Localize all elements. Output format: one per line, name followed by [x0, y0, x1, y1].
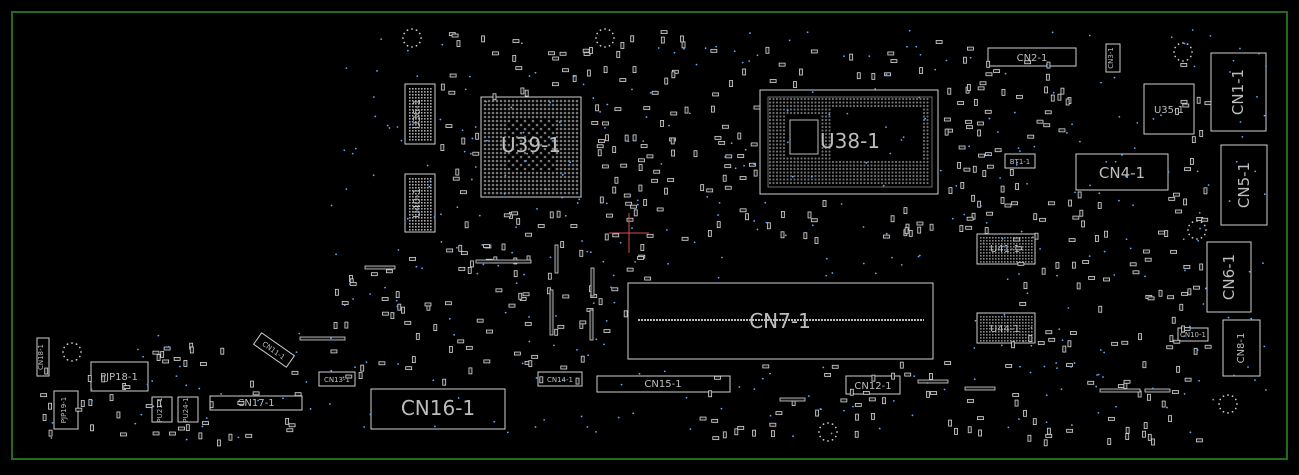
label-cn15: CN15-1: [644, 379, 681, 390]
label-u38: U38-1: [820, 129, 880, 153]
label-cn16: CN16-1: [401, 396, 475, 420]
label-cn18: CN18-1: [37, 344, 45, 370]
label-u35: U35-1: [1154, 105, 1184, 116]
label-u36: U36-1: [412, 99, 423, 129]
component-pu21[interactable]: PU21-1: [151, 396, 173, 423]
component-cn7[interactable]: CN7-1: [627, 282, 934, 360]
label-cn13: CN13-1: [324, 376, 350, 384]
crosshair-cursor-icon: [609, 213, 649, 253]
component-cn1[interactable]: CN1-1: [1210, 52, 1267, 132]
component-cn5[interactable]: CN5-1: [1220, 144, 1268, 226]
label-bt1: BT1-1: [1010, 158, 1031, 166]
label-u39: U39-1: [501, 133, 561, 157]
label-pjp18: PJP18-1: [100, 372, 138, 383]
label-pu21: PU21-1: [156, 397, 164, 422]
component-cn8[interactable]: CN8-1: [1222, 319, 1261, 377]
component-cn18[interactable]: CN18-1: [36, 337, 50, 377]
component-cn3[interactable]: CN3-1: [1105, 43, 1121, 73]
label-u44: U44-1: [990, 324, 1020, 335]
label-cn2: CN2-1: [1017, 53, 1048, 64]
component-bt1[interactable]: BT1-1: [1004, 153, 1036, 169]
label-cn5: CN5-1: [1235, 162, 1253, 208]
label-u41: U41-1: [990, 244, 1020, 255]
component-cn2[interactable]: CN2-1: [987, 47, 1077, 67]
label-cn12: CN12-1: [854, 381, 891, 392]
component-u40[interactable]: U40-1: [404, 173, 436, 233]
label-pjp19: PJP19-1: [60, 397, 68, 423]
label-cn1: CN1-1: [1229, 69, 1247, 115]
component-cn14[interactable]: CN14-1: [537, 371, 583, 387]
component-u39[interactable]: U39-1: [480, 96, 582, 198]
label-cn7: CN7-1: [749, 309, 811, 333]
component-u44[interactable]: U44-1: [976, 312, 1036, 344]
component-pu24[interactable]: PU24-1: [177, 396, 199, 423]
passive-components: [40, 30, 1212, 447]
component-cn6[interactable]: CN6-1: [1206, 241, 1252, 313]
component-cn15[interactable]: CN15-1: [596, 375, 731, 393]
label-cn4: CN4-1: [1099, 164, 1145, 182]
component-u35[interactable]: U35-1: [1143, 83, 1195, 135]
label-cn8: CN8-1: [1236, 333, 1247, 364]
label-cn14: CN14-1: [547, 376, 573, 384]
label-cn3: CN3-1: [1107, 47, 1115, 69]
label-cn10: CN10-1: [1180, 331, 1206, 339]
component-cn10[interactable]: CN10-1: [1177, 327, 1209, 342]
component-cn13[interactable]: CN13-1: [318, 371, 356, 387]
component-u38[interactable]: U38-1: [759, 89, 939, 195]
component-cn16[interactable]: CN16-1: [370, 388, 506, 430]
vias: [50, 28, 1267, 442]
label-cn17: CN17-1: [237, 398, 274, 409]
component-u36[interactable]: U36-1: [404, 83, 436, 145]
label-cn6: CN6-1: [1220, 254, 1238, 300]
label-u40: U40-1: [412, 188, 423, 218]
label-pu24: PU24-1: [182, 397, 190, 422]
